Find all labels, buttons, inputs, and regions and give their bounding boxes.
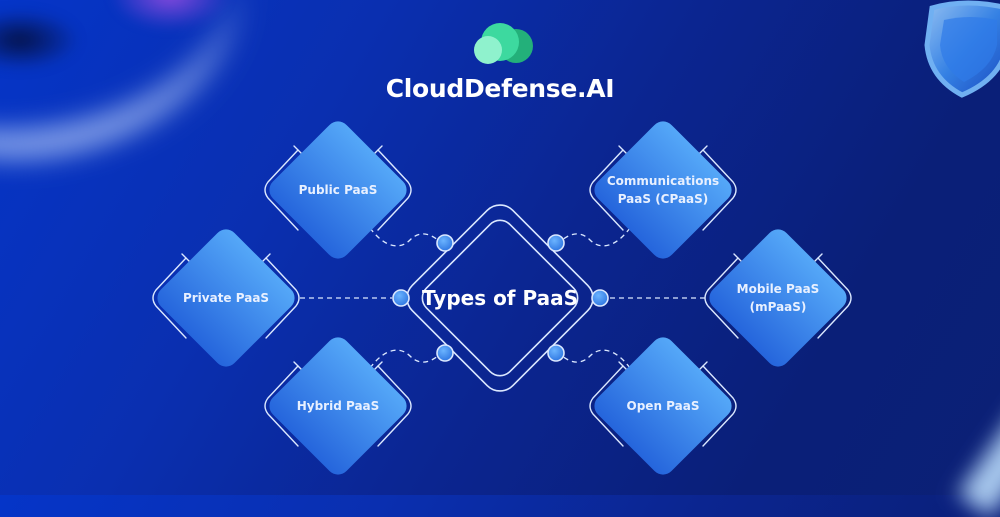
brand-name: CloudDefense.AI	[385, 74, 615, 103]
node-hybrid	[264, 337, 412, 475]
node-bracket-left-cap	[618, 361, 628, 371]
node-bracket-left	[264, 149, 299, 231]
connector-dot-bottom-left	[436, 344, 454, 362]
node-private	[152, 229, 300, 367]
node-bracket-left	[152, 257, 187, 339]
node-bracket-right	[702, 365, 737, 447]
connector-dot-top-left	[436, 234, 454, 252]
diagram-title: Types of PaaS	[422, 286, 578, 310]
connector-public	[369, 227, 439, 247]
connector-cpaas	[561, 227, 631, 247]
node-diamond	[269, 337, 407, 475]
node-bracket-right-cap	[261, 253, 271, 263]
node-bracket-left-cap	[181, 253, 191, 263]
node-diamond	[594, 121, 732, 259]
node-bracket-right	[377, 365, 412, 447]
node-bracket-left	[704, 257, 739, 339]
node-diamond	[709, 229, 847, 367]
node-mpaas	[704, 229, 852, 367]
connector-hybrid	[369, 349, 439, 369]
node-bracket-right	[377, 149, 412, 231]
node-bracket-left-cap	[733, 253, 743, 263]
node-bracket-right-cap	[813, 253, 823, 263]
cloud-circles-icon	[474, 23, 533, 64]
node-label-open: Open PaaS	[626, 399, 700, 413]
node-label-cpaas: Communications PaaS (CPaaS)	[606, 174, 720, 206]
connector-dot-bottom-right	[547, 344, 565, 362]
connector-open	[561, 349, 631, 369]
node-bracket-right	[817, 257, 852, 339]
node-bracket-right-cap	[373, 145, 383, 155]
node-diamond	[269, 121, 407, 259]
paas-diagram	[152, 121, 852, 475]
node-open	[589, 337, 737, 475]
node-bracket-left-cap	[618, 145, 628, 155]
node-bracket-right	[702, 149, 737, 231]
shield-icon	[924, 0, 1000, 98]
node-bracket-left	[589, 365, 624, 447]
connector-dot-right	[591, 289, 609, 307]
connector-dot-top-right	[547, 234, 565, 252]
node-diamond	[594, 337, 732, 475]
node-public	[264, 121, 412, 259]
node-bracket-left-cap	[293, 361, 303, 371]
node-bracket-left	[589, 149, 624, 231]
node-bracket-left-cap	[293, 145, 303, 155]
node-label-hybrid: Hybrid PaaS	[296, 399, 380, 413]
node-bracket-left	[264, 365, 299, 447]
center-diamond-inner	[421, 219, 579, 377]
connector-dot-left	[392, 289, 410, 307]
node-bracket-right-cap	[698, 145, 708, 155]
node-label-public: Public PaaS	[298, 183, 378, 197]
node-label-private: Private PaaS	[182, 291, 270, 305]
node-bracket-right	[265, 257, 300, 339]
node-cpaas	[589, 121, 737, 259]
node-bracket-right-cap	[373, 361, 383, 371]
node-label-mpaas: Mobile PaaS (mPaaS)	[736, 282, 820, 314]
node-bracket-right-cap	[698, 361, 708, 371]
node-diamond	[157, 229, 295, 367]
logo-circle-front	[474, 36, 502, 64]
